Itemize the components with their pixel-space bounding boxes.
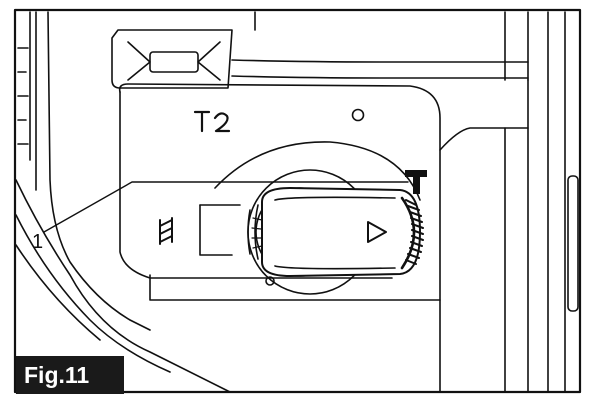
drill-bit-icon — [159, 217, 173, 245]
arrow-indicator-icon — [367, 221, 387, 243]
hammer-only-mode-icon — [405, 170, 427, 194]
housing-left-edge — [15, 11, 231, 393]
top-grip-housing — [111, 11, 529, 89]
side-plate — [118, 83, 441, 393]
figure-label: Fig.11 — [16, 356, 124, 394]
hammer-drill-mode-icon — [193, 110, 231, 133]
callout-leader-line — [43, 181, 409, 233]
figure-frame — [13, 8, 582, 394]
mode-change-knob[interactable] — [247, 187, 424, 286]
housing-right-edge — [439, 11, 579, 393]
callout-number-1: 1 — [32, 231, 43, 253]
